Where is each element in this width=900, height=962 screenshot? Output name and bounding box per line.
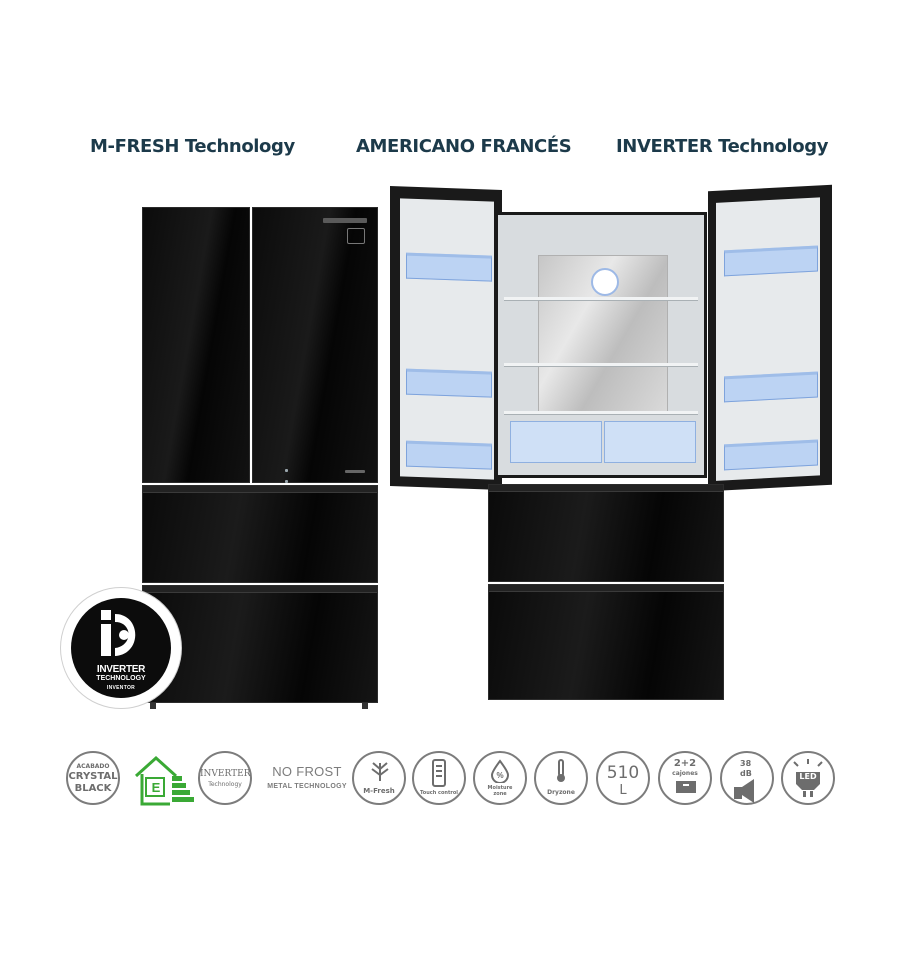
fridge-open-image	[390, 184, 835, 708]
door-bin	[406, 252, 492, 282]
badge-line2: TECHNOLOGY	[96, 675, 146, 682]
drawers-label: cajones	[672, 770, 698, 777]
led-label: LED	[799, 772, 817, 781]
fridge-interior	[495, 212, 707, 478]
fridge-closed-image	[142, 207, 378, 703]
fridge-foot	[362, 703, 368, 709]
thermometer-icon	[557, 759, 565, 782]
door-bin	[724, 439, 818, 471]
touch-control-icon: Touch control	[412, 751, 466, 805]
moisture-line2: zone	[493, 791, 507, 797]
moisture-zone-icon: % Moisture zone	[473, 751, 527, 805]
no-frost-line2: METAL TECHNOLOGY	[267, 783, 347, 790]
droplet-icon: %	[490, 759, 510, 783]
bulb-icon	[793, 759, 823, 797]
inverter-icon-line2: Technology	[208, 781, 242, 788]
moisture-line1: Moisture	[487, 785, 513, 791]
capacity-unit: L	[619, 783, 627, 798]
phone-icon	[432, 759, 446, 787]
inverter-icon: INVERTER Technology	[198, 751, 252, 805]
fan-icon	[591, 268, 619, 296]
fridge-drawer-upper	[142, 485, 378, 583]
badge-line3: INVENTOR	[106, 685, 136, 691]
finish-line3: BLACK	[74, 783, 112, 794]
m-fresh-icon: M-Fresh	[352, 751, 406, 805]
drawers-value: 2+2	[673, 758, 697, 769]
badge-line1: INVERTER	[96, 664, 146, 675]
open-left-door	[390, 186, 502, 490]
fridge-drawer-upper	[488, 484, 724, 582]
fridge-drawer-lower	[142, 585, 378, 703]
inverter-technology-badge: INVERTER TECHNOLOGY INVENTOR	[61, 588, 181, 708]
speaker-icon	[734, 779, 754, 803]
no-frost-line1: NO FROST	[272, 764, 342, 779]
door-bin	[724, 245, 818, 277]
door-bin	[724, 371, 818, 403]
crystal-black-icon: ACABADO CRYSTAL BLACK	[66, 751, 120, 805]
noise-unit: dB	[740, 769, 752, 778]
energy-class-letter: E	[151, 780, 161, 795]
glass-shelf	[504, 411, 698, 415]
door-bin	[406, 368, 492, 398]
fridge-drawer-lower	[488, 584, 724, 700]
door-logo-strip	[323, 218, 367, 223]
dry-zone-label: Dryzone	[547, 789, 575, 796]
fridge-right-door	[252, 207, 378, 483]
drawers-icon: 2+2 cajones	[658, 751, 712, 805]
leaf-icon	[371, 762, 389, 781]
noise-value: 38	[740, 759, 752, 768]
heading-m-fresh: M-FRESH Technology	[90, 136, 295, 157]
door-brand-strip	[345, 470, 365, 473]
drawer-box-icon	[676, 781, 696, 793]
inverter-logo-icon	[101, 610, 136, 656]
led-light-icon: LED	[781, 751, 835, 805]
svg-text:%: %	[496, 771, 503, 780]
m-fresh-label: M-Fresh	[363, 787, 395, 795]
finish-line2: CRYSTAL	[68, 771, 118, 782]
heading-americano-frances: AMERICANO FRANCÉS	[356, 136, 572, 157]
noise-level-icon: 38 dB	[720, 751, 774, 805]
crisper-drawer	[604, 421, 696, 463]
capacity-icon: 510 L	[596, 751, 650, 805]
crisper-drawer	[510, 421, 602, 463]
energy-class-icon: E	[132, 754, 198, 808]
inverter-icon-line1: INVERTER	[200, 769, 251, 779]
metal-back-panel	[538, 255, 668, 415]
no-frost-label: NO FROST METAL TECHNOLOGY	[266, 764, 348, 790]
fridge-foot	[150, 703, 156, 709]
capacity-value: 510	[606, 763, 640, 783]
open-right-door	[708, 184, 832, 492]
door-inverter-sticker	[347, 228, 365, 244]
touch-control-label: Touch control	[420, 790, 458, 796]
door-bin	[406, 440, 492, 470]
finish-line1: ACABADO	[76, 763, 110, 770]
glass-shelf	[504, 363, 698, 367]
dry-zone-icon: Dryzone	[534, 751, 588, 805]
glass-shelf	[504, 297, 698, 301]
heading-inverter: INVERTER Technology	[616, 136, 829, 157]
fridge-left-door	[142, 207, 250, 483]
